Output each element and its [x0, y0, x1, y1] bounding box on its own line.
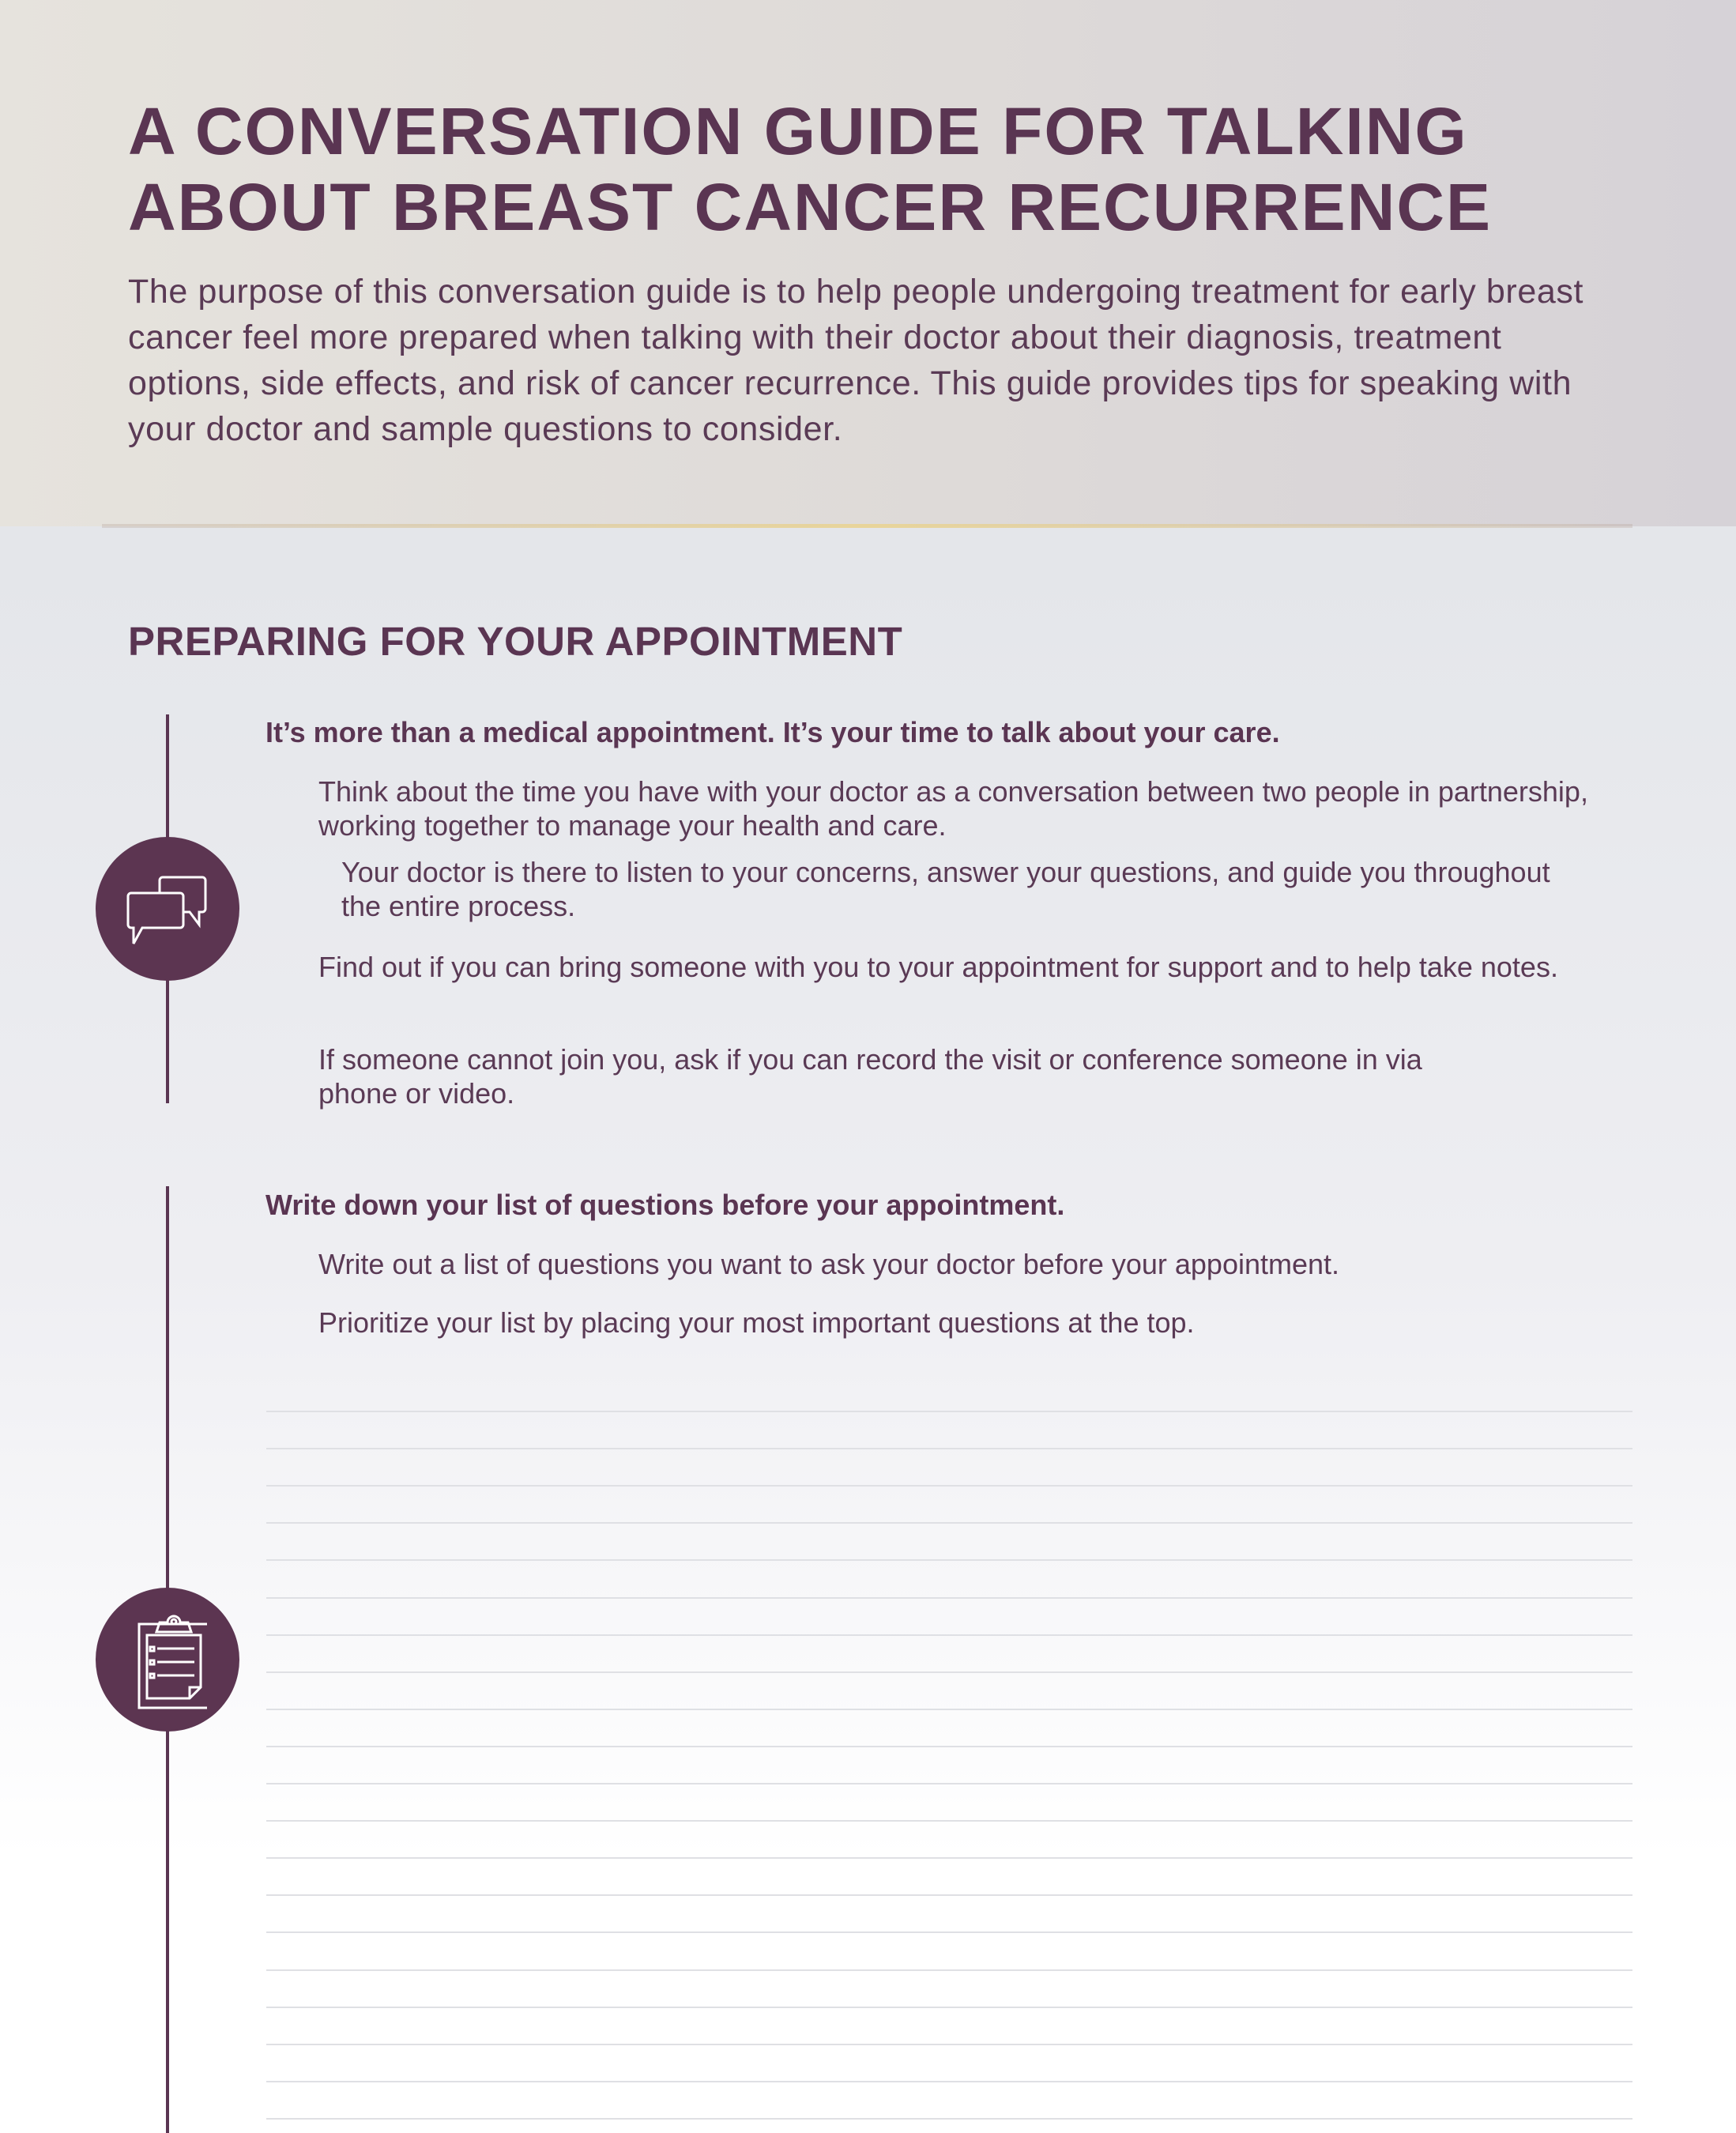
note-line — [266, 1894, 1632, 1897]
list-item: Think about the time you have with your … — [318, 775, 1588, 842]
speech-bubbles-icon — [96, 837, 239, 981]
note-line — [266, 1596, 1632, 1599]
note-line — [266, 1448, 1632, 1450]
list-item: Prioritize your list by placing your mos… — [318, 1306, 1195, 1339]
note-line — [266, 1522, 1632, 1524]
list-item: Your doctor is there to listen to your c… — [341, 856, 1550, 922]
note-line — [266, 1820, 1632, 1822]
note-line — [266, 1931, 1632, 1934]
list-item: Write out a list of questions you want t… — [318, 1248, 1340, 1280]
note-line — [266, 1745, 1632, 1747]
header-band — [0, 0, 1736, 526]
intro-paragraph: The purpose of this conversation guide i… — [128, 273, 1583, 448]
gold-divider — [102, 524, 1632, 528]
clipboard-checklist-icon — [96, 1588, 239, 1732]
section-title: PREPARING FOR YOUR APPOINTMENT — [128, 619, 903, 664]
note-line — [266, 2006, 1632, 2008]
title-line-2: ABOUT BREAST CANCER RECURRENCE — [128, 170, 1493, 244]
title-line-1: A CONVERSATION GUIDE FOR TALKING — [128, 94, 1468, 168]
note-line — [266, 2080, 1632, 2082]
note-line — [266, 1634, 1632, 1636]
note-line — [266, 2043, 1632, 2045]
note-line — [266, 1708, 1632, 1710]
page-title: A CONVERSATION GUIDE FOR TALKING ABOUT B… — [128, 93, 1629, 245]
list-item: Find out if you can bring someone with y… — [318, 951, 1558, 983]
note-line — [266, 1411, 1632, 1412]
block-heading: Write down your list of questions before… — [265, 1189, 1065, 1221]
note-line — [266, 1559, 1632, 1562]
note-line — [266, 1969, 1632, 1971]
note-line — [266, 1485, 1632, 1487]
note-line — [266, 1857, 1632, 1860]
note-line — [266, 1783, 1632, 1784]
note-line — [266, 2117, 1632, 2120]
list-item: If someone cannot join you, ask if you c… — [318, 1043, 1422, 1110]
block-heading: It’s more than a medical appointment. It… — [265, 716, 1280, 748]
note-line — [266, 1671, 1632, 1673]
